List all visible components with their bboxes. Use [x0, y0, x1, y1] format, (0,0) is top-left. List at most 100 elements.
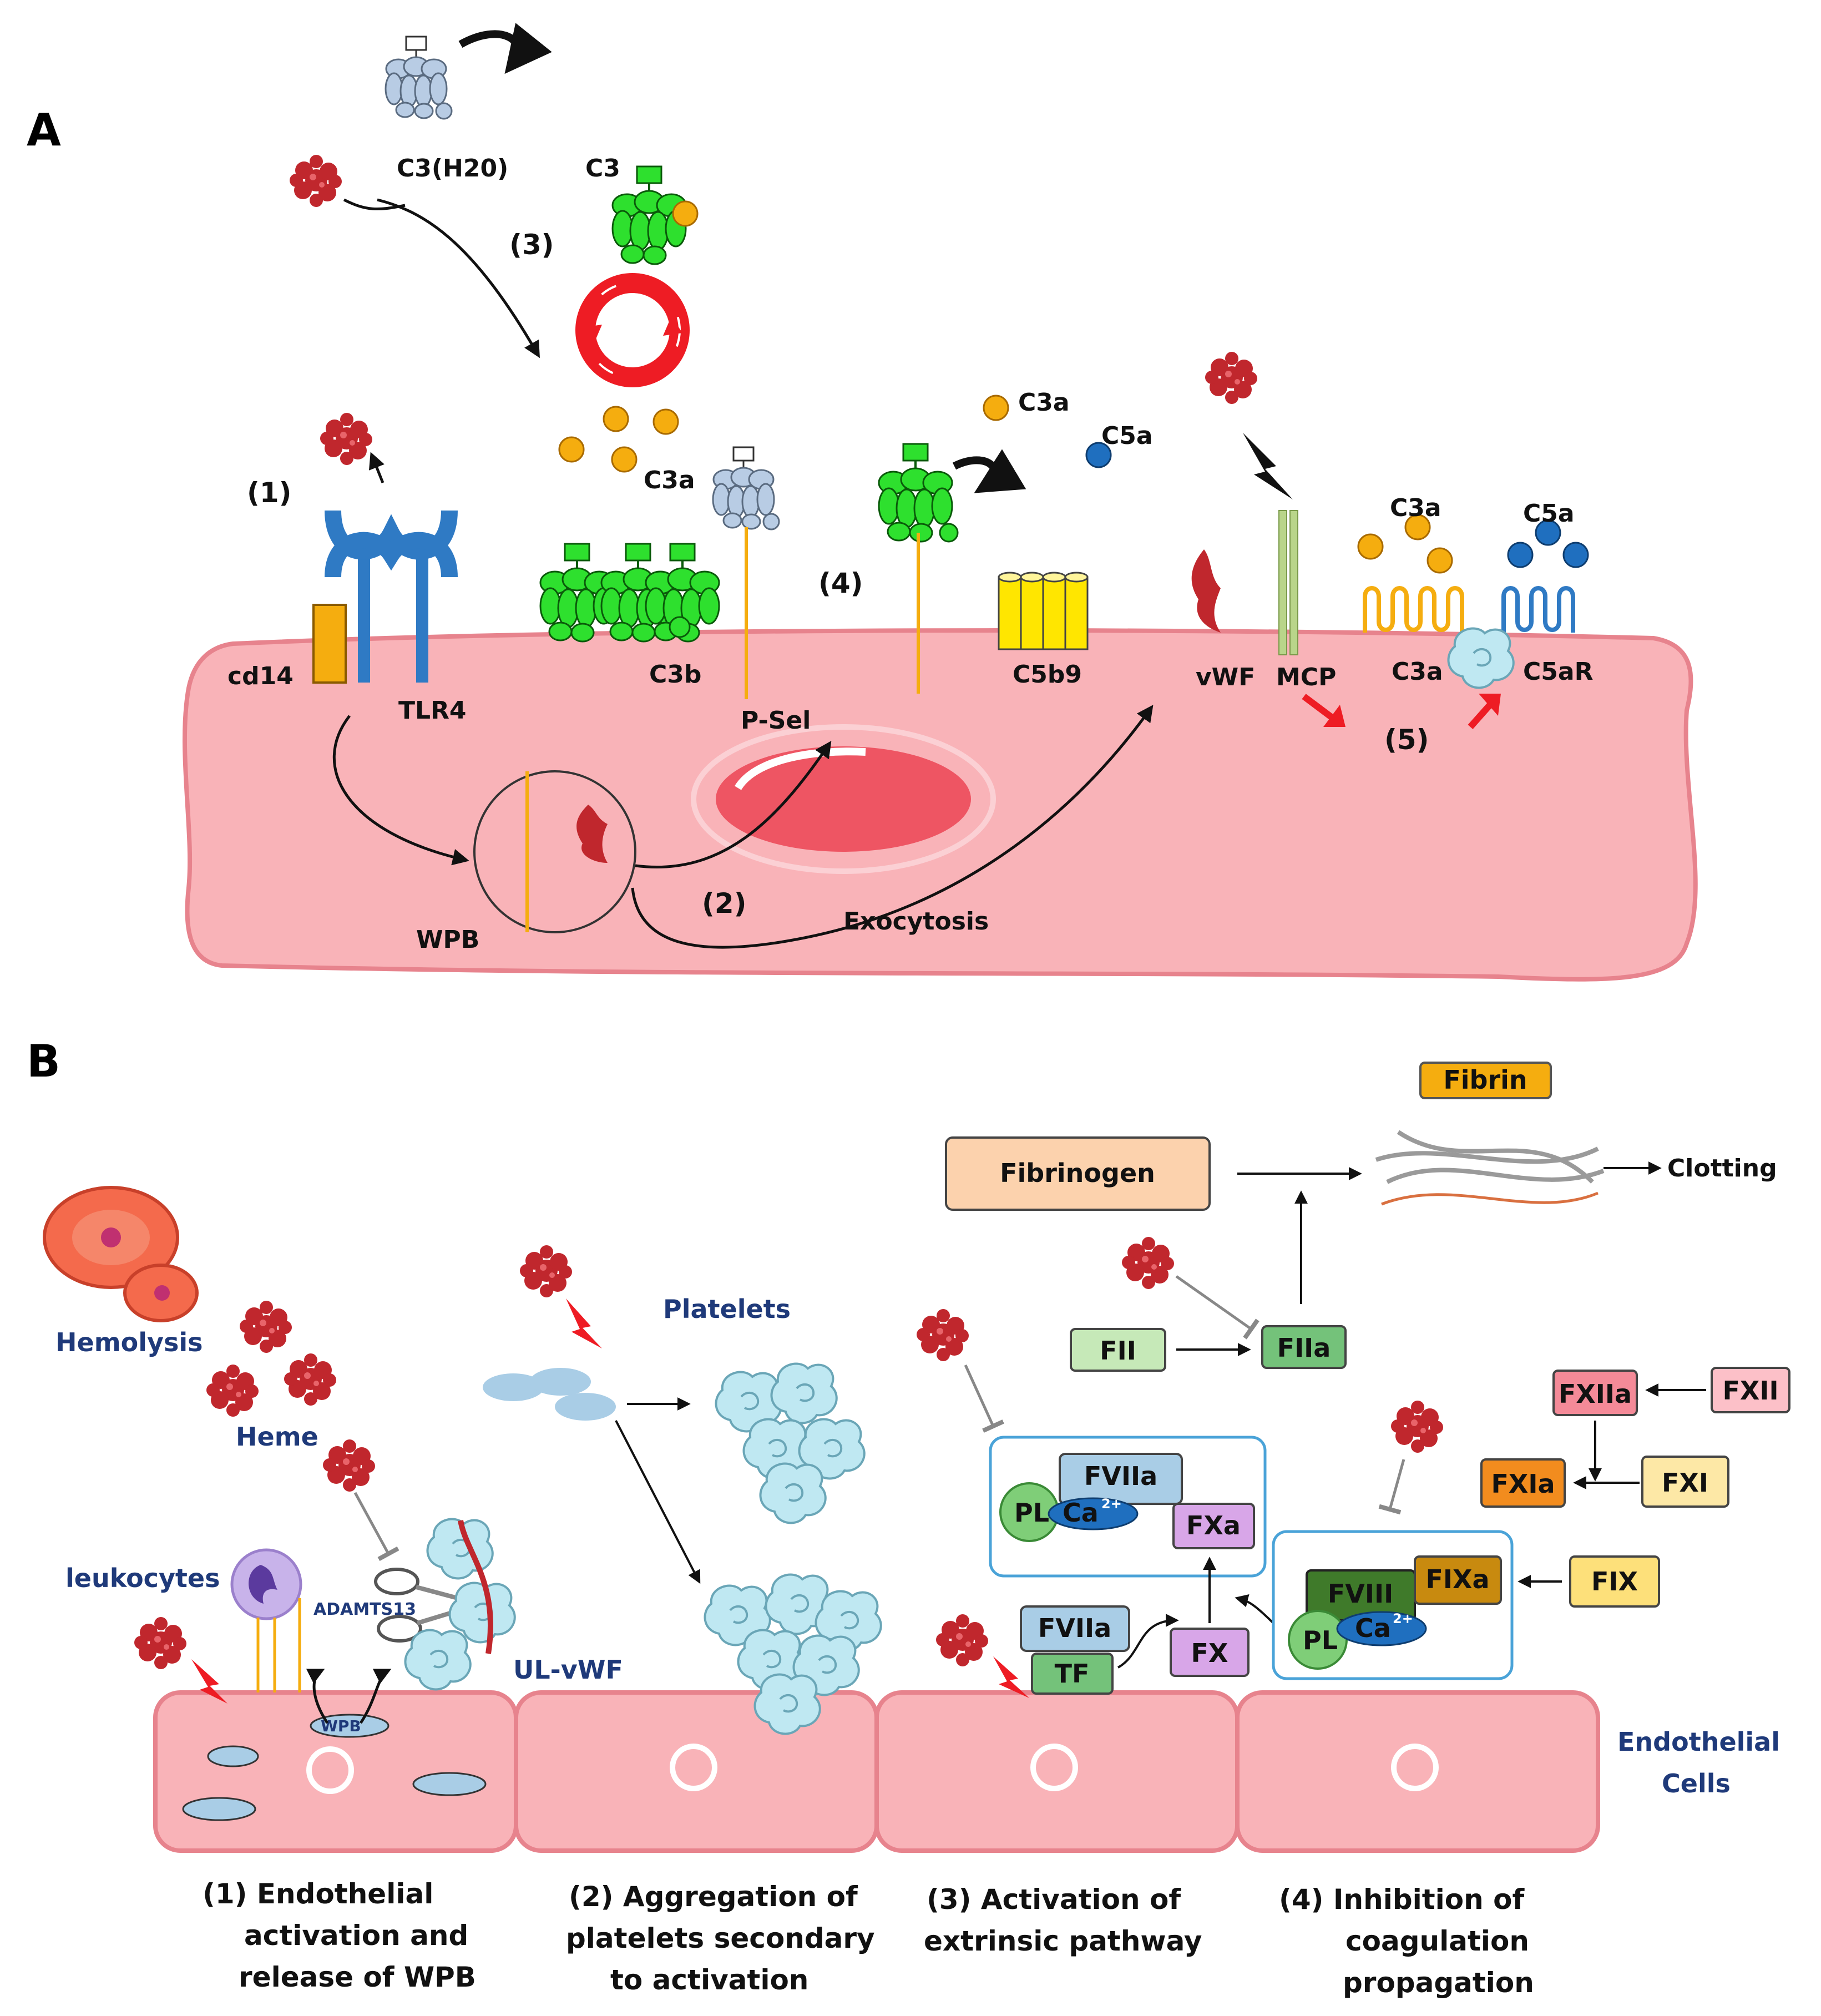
- fibrinogen-box: [945, 1136, 1211, 1211]
- leukocyte-icon: [230, 1548, 302, 1692]
- fxiia-box: [1552, 1370, 1638, 1416]
- c3a-top-label: C3a: [1018, 388, 1070, 417]
- step-5-label: (5): [1384, 724, 1429, 756]
- ca-sup-2-label: 2+: [1393, 1611, 1413, 1626]
- step-1-label: (1): [247, 477, 292, 509]
- mcp-receptor-icon: [1278, 510, 1298, 655]
- fviii-label: FVIII: [1328, 1579, 1393, 1609]
- fiia-box: [1261, 1325, 1347, 1369]
- lightning-icon: [566, 1298, 602, 1348]
- clotting-label: Clotting: [1667, 1154, 1777, 1183]
- fixa-box: [1414, 1555, 1502, 1605]
- heme-icon: [206, 1365, 259, 1417]
- fx-box: [1170, 1628, 1250, 1677]
- c3-grey-icon: [712, 446, 780, 530]
- leukocytes-label: leukocytes: [65, 1563, 220, 1593]
- caption-2-line-2: platelets secondary: [566, 1922, 875, 1954]
- fxi-box: [1641, 1456, 1729, 1508]
- fviia-complex-label: FVIIa: [1084, 1461, 1157, 1491]
- panel-b: B WPB Hemolysis Heme: [27, 1035, 1790, 1999]
- c3h2o-label: C3(H20): [397, 154, 508, 183]
- heme-icon: [284, 1353, 336, 1406]
- fxiia-label: FXIIa: [1559, 1379, 1632, 1409]
- caption-2-line-1: (2) Aggregation of: [569, 1881, 858, 1913]
- tlr4-receptor-icon: [325, 510, 458, 683]
- exocytosis-label: Exocytosis: [843, 907, 989, 936]
- heme-icon: [1122, 1237, 1174, 1289]
- lightning-icon: [993, 1656, 1029, 1698]
- rbc-hemolysis-icon: [43, 1186, 199, 1322]
- hemolysis-label: Hemolysis: [55, 1327, 203, 1357]
- c3-label: C3: [585, 154, 620, 183]
- curved-arrow-icon: [458, 23, 552, 74]
- caption-4-line-3: propagation: [1343, 1967, 1534, 1999]
- c5ar-receptor-icon: [1501, 586, 1575, 633]
- c3-h2o-molecule-icon: [385, 36, 453, 120]
- heme-icon: [917, 1309, 969, 1361]
- lightning-icon: [1243, 433, 1293, 499]
- step-3-label: (3): [509, 229, 554, 261]
- tlr4-label: TLR4: [398, 696, 467, 725]
- fibrin-mesh-icon: [1375, 1130, 1605, 1206]
- tf-box: [1031, 1653, 1114, 1695]
- c5ar-label: C5aR: [1523, 658, 1593, 686]
- panel-a: A C3(H20) C3 (3): [27, 23, 1698, 982]
- ca-1-label: Ca: [1063, 1498, 1099, 1528]
- heme-icon: [240, 1301, 292, 1353]
- ca-2-label: Ca: [1355, 1613, 1391, 1643]
- fixa-label: FIXa: [1425, 1564, 1489, 1594]
- heme-icon: [936, 1614, 988, 1666]
- fxii-box: [1711, 1367, 1790, 1413]
- fx-label: FX: [1191, 1638, 1228, 1668]
- pl-2-label: PL: [1303, 1625, 1338, 1655]
- wpb-b-label: WPB: [321, 1717, 361, 1735]
- c3a-receptor-icon: [1363, 586, 1464, 633]
- step-4-label: (4): [818, 567, 863, 599]
- fxii-label: FXII: [1722, 1376, 1778, 1406]
- calcium-ellipse-2: [1336, 1611, 1427, 1646]
- vwf-label: vWF: [1196, 663, 1255, 691]
- cd14-marker: [312, 604, 347, 684]
- heme-icon: [290, 155, 342, 207]
- heme-icon: [323, 1439, 375, 1492]
- mcp-label: MCP: [1276, 663, 1336, 691]
- ul-vwf-label: UL-vWF: [513, 1655, 623, 1685]
- heme-icon: [320, 413, 372, 465]
- resting-platelets-icon: [483, 1368, 616, 1421]
- fix-label: FIX: [1591, 1567, 1638, 1596]
- platelet-icon: [404, 1629, 472, 1691]
- caption-1-line-3: release of WPB: [239, 1961, 476, 1993]
- vwf-icon: [1191, 549, 1221, 633]
- caption-1-line-2: activation and: [244, 1919, 468, 1952]
- platelets-label: Platelets: [663, 1294, 791, 1324]
- fxia-label: FXIa: [1491, 1469, 1555, 1499]
- c3a-r1-label: C3a: [1390, 494, 1441, 522]
- nucleus: [716, 746, 971, 852]
- calcium-ellipse-1: [1048, 1497, 1139, 1530]
- c5b9-label: C5b9: [1013, 660, 1082, 689]
- heme-icon: [1205, 352, 1257, 404]
- c5b9-pore-icon: [998, 572, 1089, 650]
- endothelial-label-1: Endothelial: [1617, 1727, 1780, 1757]
- fxi-label: FXI: [1662, 1468, 1708, 1498]
- heme-icon: [520, 1245, 572, 1297]
- c5a-top-label: C5a: [1101, 422, 1153, 450]
- endothelial-label-2: Cells: [1662, 1769, 1731, 1798]
- endothelial-cell-row: [153, 1690, 1600, 1853]
- amplification-cycle-icon: [575, 273, 690, 387]
- lightning-icon: [191, 1659, 227, 1704]
- c3a-dots: [558, 406, 679, 473]
- caption-3-line-2: extrinsic pathway: [924, 1925, 1202, 1957]
- panel-b-letter: B: [27, 1035, 60, 1087]
- c3a-r2-label: C3a: [1392, 658, 1443, 686]
- caption-4-line-1: (4) Inhibition of: [1279, 1883, 1525, 1916]
- fviia-tf-box: [1020, 1605, 1130, 1652]
- wpb-label: WPB: [416, 926, 479, 954]
- c3b-cluster-icon: [539, 543, 720, 643]
- fiia-label: FIIa: [1277, 1333, 1331, 1363]
- fibrinogen-label: Fibrinogen: [1000, 1158, 1155, 1188]
- heme-label: Heme: [236, 1422, 318, 1452]
- c3a-mid-label: C3a: [644, 466, 695, 494]
- panel-a-letter: A: [27, 104, 61, 156]
